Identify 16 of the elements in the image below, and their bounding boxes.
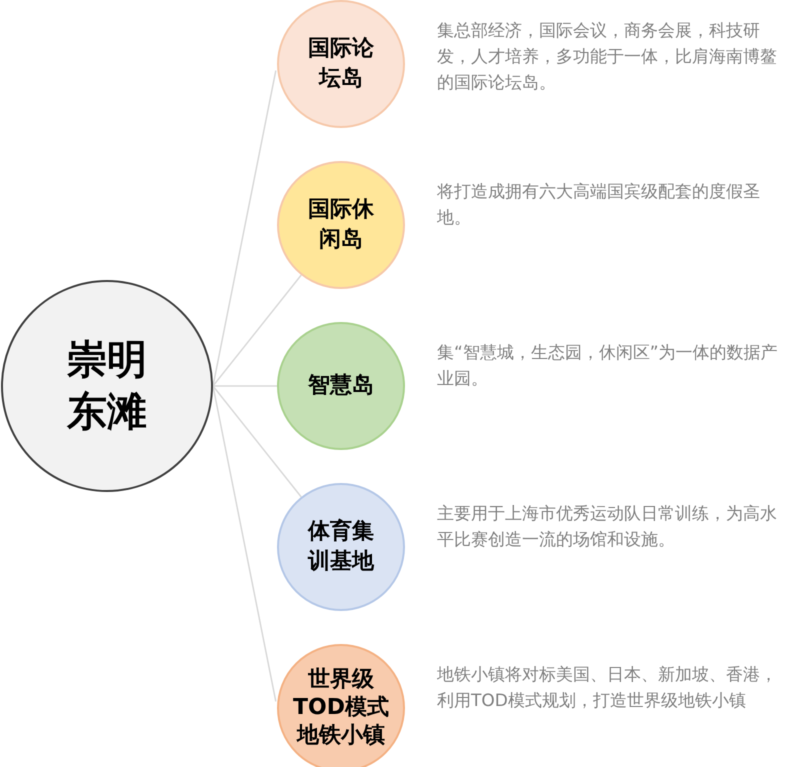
node-label: 智慧岛 — [306, 372, 375, 400]
description-text: 集“智慧城，生态园，休闲区”为一体的数据产业园。 — [437, 342, 779, 391]
connector-line — [212, 70, 277, 386]
node-label: 崇明东滩 — [66, 336, 148, 437]
description-text: 地铁小镇将对标美国、日本、新加坡、香港，利用TOD模式规划，打造世界级地铁小镇 — [437, 664, 778, 713]
connector-line — [212, 386, 277, 702]
description-text: 集总部经济，国际会议，商务会展，科技研发，人才培养，多功能于一体，比肩海南博鳌的国际论坛岛。 — [437, 20, 778, 95]
connector-line — [212, 274, 302, 386]
description-text: 主要用于上海市优秀运动队日常训练，为高水平比赛创造一流的场馆和设施。 — [437, 503, 778, 552]
node-label: 体育集训基地 — [306, 518, 376, 576]
node-label: 世界级TOD模式地铁小镇 — [293, 666, 389, 750]
node-label: 国际休闲岛 — [307, 196, 375, 254]
connector-line — [213, 385, 277, 387]
description-text: 将打造成拥有六大高端国宾级配套的度假圣地。 — [437, 181, 761, 230]
connector-line — [212, 386, 302, 498]
node-label: 国际论坛岛 — [307, 35, 375, 93]
